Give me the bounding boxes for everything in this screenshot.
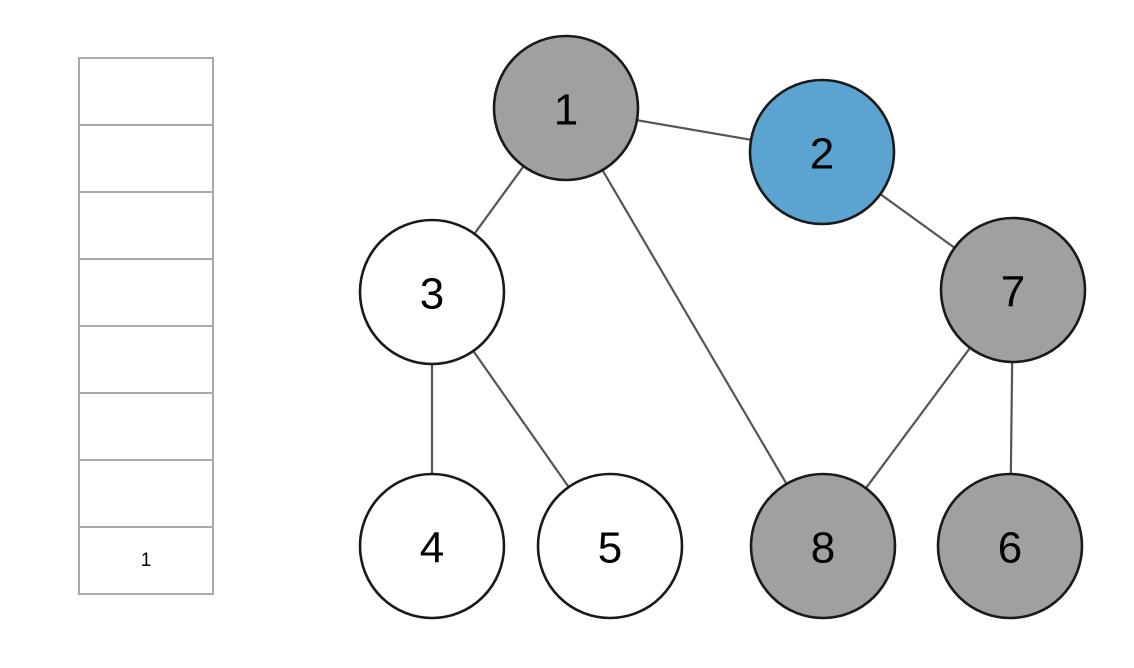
graph-node-8[interactable]: 8 bbox=[749, 472, 897, 620]
graph-node-label: 7 bbox=[1001, 268, 1025, 317]
stack-cell[interactable]: 1 bbox=[78, 526, 214, 595]
graph-node-label: 3 bbox=[420, 270, 444, 319]
graph-edges bbox=[430, 119, 1014, 489]
stack-cell-box bbox=[78, 124, 214, 193]
graph-edge-3-5 bbox=[472, 350, 570, 488]
graph-edge-1-2 bbox=[636, 119, 752, 141]
stack-cell-box bbox=[78, 526, 214, 595]
stack-cell-box bbox=[78, 392, 214, 461]
graph-node-label: 6 bbox=[998, 524, 1022, 573]
stack-cell-value: 1 bbox=[141, 550, 152, 571]
stack-cell-box bbox=[78, 258, 214, 327]
graph-edge-7-8 bbox=[865, 347, 971, 489]
graph-node-label: 1 bbox=[554, 86, 578, 135]
stack-panel: 1 bbox=[78, 57, 214, 595]
graph-node-label: 4 bbox=[420, 524, 444, 573]
graph-node-circle bbox=[492, 34, 640, 182]
stack-cell-box bbox=[78, 191, 214, 260]
graph-node-4[interactable]: 4 bbox=[358, 472, 506, 620]
graph-edge-2-7 bbox=[879, 193, 956, 249]
graph-node-1[interactable]: 1 bbox=[492, 34, 640, 182]
graph-node-circle bbox=[748, 78, 896, 226]
graph-node-label: 2 bbox=[810, 130, 834, 179]
graph-node-label: 5 bbox=[598, 524, 622, 573]
graph-node-3[interactable]: 3 bbox=[358, 218, 506, 366]
stack-cell[interactable] bbox=[78, 325, 214, 394]
stack-cell-box bbox=[78, 459, 214, 528]
stack-cell-box bbox=[78, 325, 214, 394]
graph-node-circle bbox=[749, 472, 897, 620]
stack-cell[interactable] bbox=[78, 124, 214, 193]
graph-node-2[interactable]: 2 bbox=[748, 78, 896, 226]
graph-node-circle bbox=[536, 472, 684, 620]
graph-node-5[interactable]: 5 bbox=[536, 472, 684, 620]
graph-node-circle bbox=[936, 472, 1084, 620]
graph-node-circle bbox=[358, 472, 506, 620]
graph-nodes: 1 2 3 7 4 5 8 6 bbox=[358, 34, 1087, 620]
graph-node-circle bbox=[939, 216, 1087, 364]
stack-cell[interactable] bbox=[78, 191, 214, 260]
stack-cell-box bbox=[78, 57, 214, 126]
stack-cell[interactable] bbox=[78, 258, 214, 327]
stack-cell[interactable] bbox=[78, 57, 214, 126]
graph-edge-7-6 bbox=[1009, 361, 1014, 475]
graph-edge-1-3 bbox=[473, 165, 525, 235]
graph-node-6[interactable]: 6 bbox=[936, 472, 1084, 620]
graph-edge-1-8 bbox=[601, 169, 788, 485]
stack-cell[interactable] bbox=[78, 392, 214, 461]
graph-node-circle bbox=[358, 218, 506, 366]
graph-node-7[interactable]: 7 bbox=[939, 216, 1087, 364]
graph-node-label: 8 bbox=[811, 524, 835, 573]
stack-cell[interactable] bbox=[78, 459, 214, 528]
